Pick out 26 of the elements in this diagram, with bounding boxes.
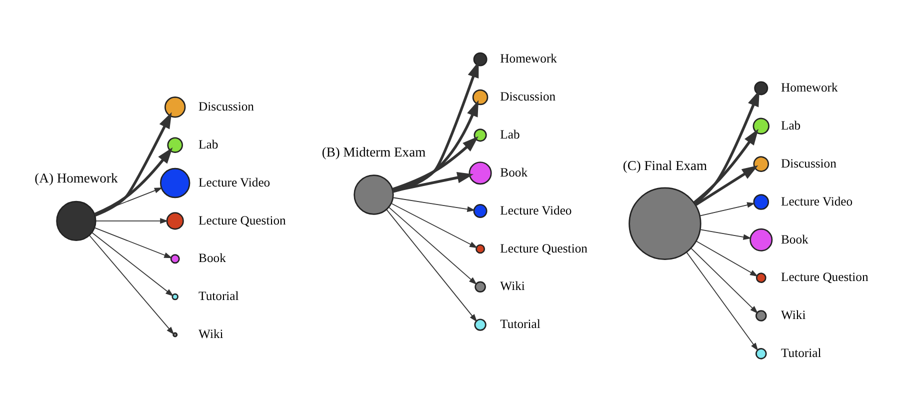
node-label: Homework bbox=[780, 80, 838, 94]
label: (B) Midterm Exam bbox=[322, 144, 426, 159]
node-label: Lecture Question bbox=[500, 240, 588, 255]
node-label: Tutorial bbox=[198, 288, 239, 303]
node-label: Tutorial bbox=[780, 346, 822, 360]
label: (C) Final Exam bbox=[622, 157, 708, 172]
node-label: Wiki bbox=[198, 326, 224, 341]
label: (A) Homework bbox=[34, 170, 118, 186]
node-label: Tutorial bbox=[500, 316, 540, 331]
node-label: Homework bbox=[500, 51, 557, 66]
node-label: Wiki bbox=[780, 308, 806, 322]
node-label: Lecture Question bbox=[780, 270, 868, 284]
node-label: Book bbox=[198, 250, 226, 265]
node-label: Lecture Video bbox=[198, 174, 270, 189]
node-label: Lab bbox=[198, 136, 218, 151]
node-label: Book bbox=[780, 232, 808, 246]
node-label: Discussion bbox=[780, 156, 836, 170]
node-label: Lecture Video bbox=[500, 202, 572, 217]
node-label: Lecture Video bbox=[780, 194, 853, 208]
node-label: Discussion bbox=[198, 99, 254, 114]
node-label: Lecture Question bbox=[198, 212, 286, 227]
node-label: Lab bbox=[780, 118, 801, 132]
node-label: Lab bbox=[500, 127, 520, 142]
node-label: Discussion bbox=[500, 89, 556, 104]
node-label: Book bbox=[500, 164, 528, 179]
node-label: Wiki bbox=[500, 278, 525, 293]
